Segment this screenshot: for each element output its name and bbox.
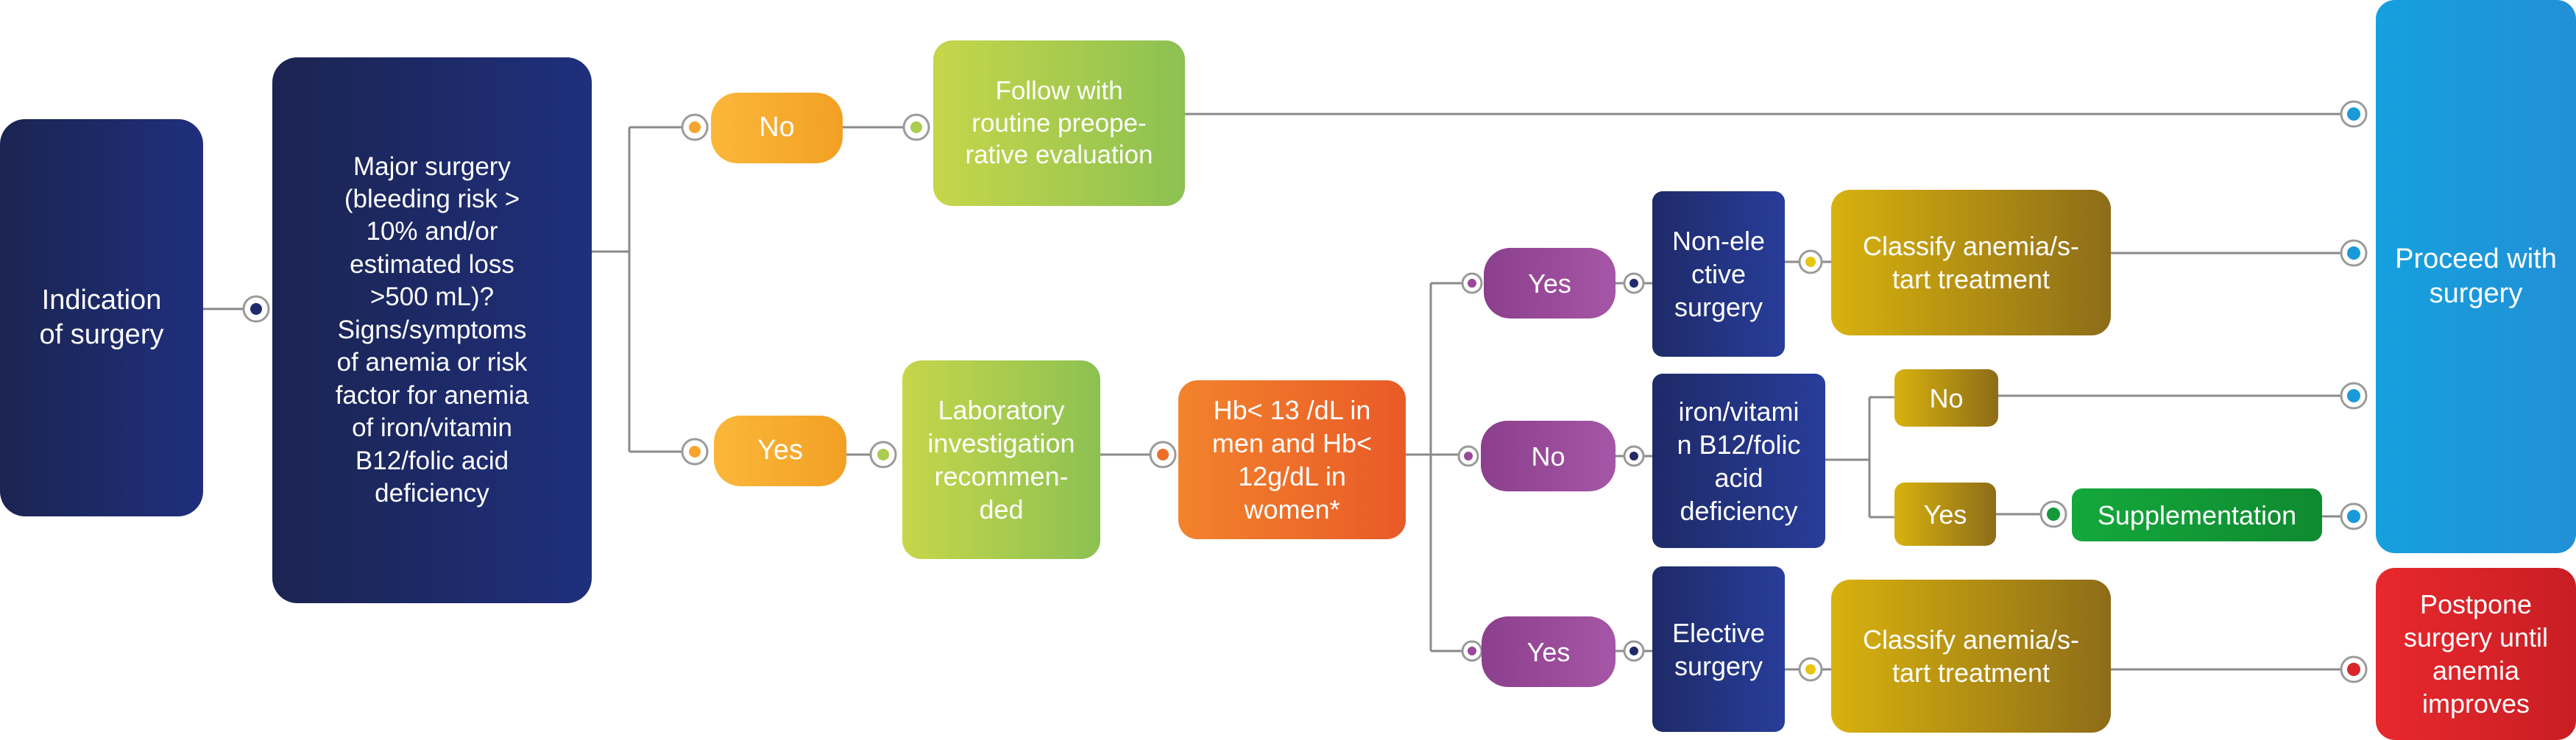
dot-no-top-in [681, 113, 709, 141]
supplementation-box: Supplementation [2072, 488, 2322, 541]
classify-anemia-upper-box: Classify anemia/s- tart treatment [1831, 190, 2111, 335]
connector-iron-split [1825, 396, 1894, 519]
hb-criteria-box: Hb< 13 /dL in men and Hb< 12g/dL in wome… [1178, 380, 1406, 539]
yes-decision-lower: Yes [1482, 616, 1616, 687]
postpone-surgery-box: Postpone surgery until anemia improves [2376, 568, 2576, 740]
connector-hb-branch [1429, 282, 1472, 652]
dot-yes-lower-in [1461, 640, 1483, 662]
dot-iron-in [1623, 445, 1645, 467]
dot-classify-lower-in [1798, 657, 1823, 682]
dot-yes-main-in [681, 438, 709, 466]
dot-classify-upper-in [1798, 249, 1823, 274]
dot-no-middle-in [1457, 445, 1479, 467]
dot-proceed-4 [2340, 502, 2368, 530]
dot-elective-in [1623, 640, 1645, 662]
major-surgery-question-box: Major surgery (bleeding risk > 10% and/o… [272, 57, 592, 603]
dot-proceed-2 [2340, 239, 2368, 267]
indication-box: Indication of surgery [0, 119, 203, 516]
dot-proceed-1 [2340, 100, 2368, 128]
dot-hb-in [1149, 441, 1177, 469]
yes-decision-upper: Yes [1484, 248, 1616, 319]
classify-anemia-lower-box: Classify anemia/s- tart treatment [1831, 580, 2111, 733]
dot-lab-in [869, 441, 897, 469]
yes-decision-main: Yes [714, 416, 846, 486]
dot-postpone-in [2340, 655, 2368, 683]
proceed-with-surgery-box: Proceed with surgery [2376, 0, 2576, 553]
connector-major-split [592, 126, 695, 453]
dot-follow-in [902, 113, 930, 141]
iron-deficiency-box: iron/vitami n B12/folic acid deficiency [1652, 374, 1825, 548]
deficiency-no-box: No [1894, 369, 1998, 427]
follow-routine-box: Follow with routine preope- rative evalu… [933, 40, 1185, 206]
connector-dots [242, 100, 2368, 683]
no-decision-middle: No [1481, 421, 1616, 491]
dot-yes-upper-in [1461, 272, 1483, 294]
non-elective-surgery-box: Non-ele ctive surgery [1652, 191, 1785, 357]
dot-indication [242, 295, 270, 323]
dot-nonelective-in [1623, 272, 1645, 294]
deficiency-yes-box: Yes [1894, 483, 1996, 546]
dot-supplementation-in [2039, 500, 2067, 528]
lab-investigation-box: Laboratory investigation recommen- ded [902, 360, 1100, 559]
no-decision-top: No [711, 93, 843, 163]
dot-proceed-3 [2340, 382, 2368, 410]
elective-surgery-box: Elective surgery [1652, 566, 1785, 732]
